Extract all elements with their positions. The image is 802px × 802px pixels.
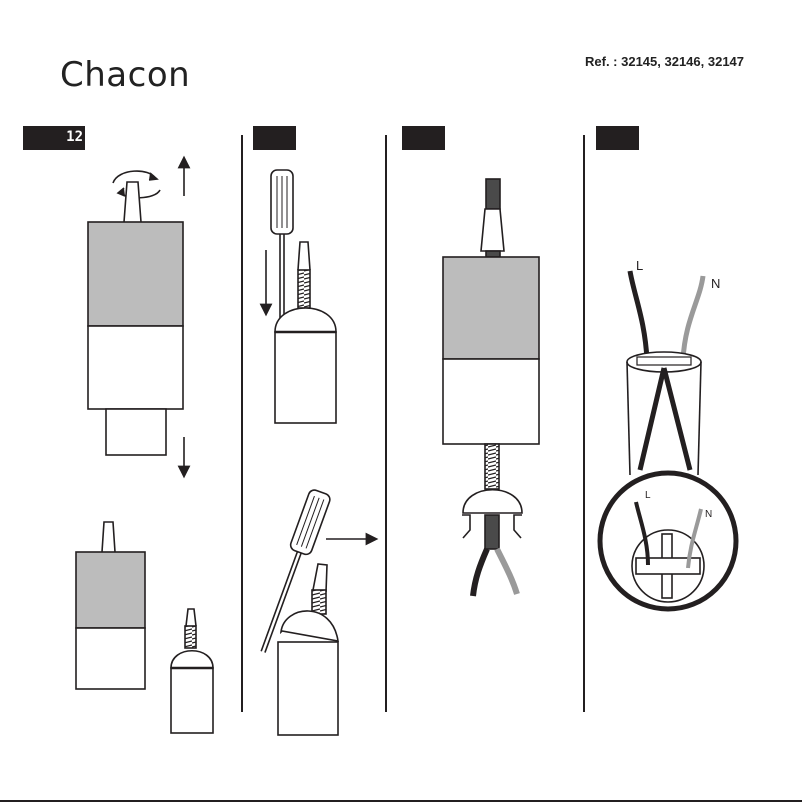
step-badge-1: 12 xyxy=(23,126,85,150)
panel-2-screwdriver xyxy=(259,169,379,736)
live-wire xyxy=(627,270,650,361)
product-reference: Ref. : 32145, 32146, 32147 xyxy=(585,54,745,69)
panel-divider-1 xyxy=(241,135,243,712)
bottom-rule xyxy=(0,800,802,802)
panel-3-cable xyxy=(442,178,540,597)
panel-1-unscrew xyxy=(75,155,214,734)
panel-divider-2 xyxy=(385,135,387,712)
neutral-wire xyxy=(680,275,706,361)
wire-label-neutral: N xyxy=(711,276,720,291)
wire-label-live: L xyxy=(636,258,643,273)
panel-4-wiring xyxy=(597,270,739,612)
detail-label-neutral: N xyxy=(705,509,712,520)
step-badge-2 xyxy=(253,126,296,150)
neutral-wire xyxy=(494,547,520,595)
panel-divider-3 xyxy=(583,135,585,712)
step-badge-4 xyxy=(596,126,639,150)
rotate-arrows-icon xyxy=(112,170,161,199)
live-wire xyxy=(470,547,490,597)
brand-logo: Chacon xyxy=(60,55,191,95)
step-number: 12 xyxy=(66,129,83,145)
detail-label-live: L xyxy=(645,490,651,501)
step-badge-3 xyxy=(402,126,445,150)
